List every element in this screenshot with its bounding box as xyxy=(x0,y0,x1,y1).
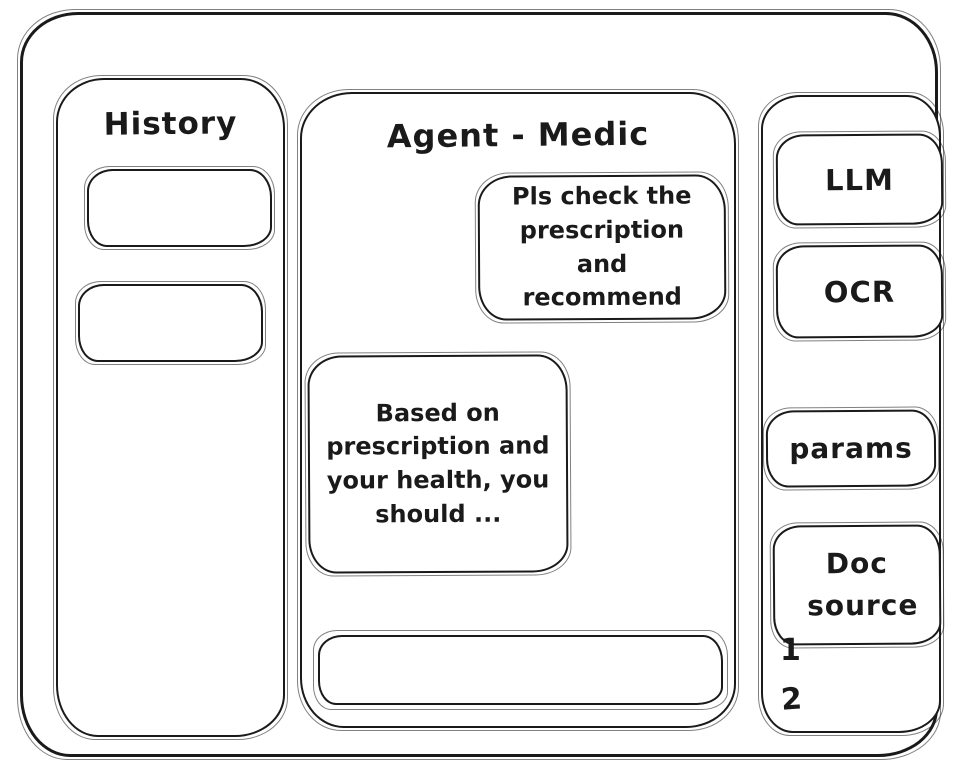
llm-button-label: LLM xyxy=(824,162,895,197)
params-button[interactable]: params xyxy=(765,409,937,488)
message-input[interactable] xyxy=(318,635,723,705)
user-message-bubble: Pls check the prescription and recommend xyxy=(477,174,727,321)
assistant-message-text: Based on prescription and your health, y… xyxy=(326,398,550,528)
doc-source-button[interactable]: Doc source xyxy=(772,524,942,646)
ocr-button[interactable]: OCR xyxy=(775,244,944,339)
message-input-wrap xyxy=(313,630,728,710)
user-message-text: Pls check the prescription and recommend xyxy=(511,181,692,312)
assistant-message-bubble: Based on prescription and your health, y… xyxy=(307,354,569,574)
tools-panel: LLM OCR params Doc source 1 2 xyxy=(758,92,944,736)
history-item[interactable] xyxy=(75,281,266,365)
history-title: History xyxy=(103,105,238,143)
ocr-button-label: OCR xyxy=(823,274,896,309)
chat-panel: Agent - Medic Pls check the prescription… xyxy=(297,89,739,731)
app-frame: History Agent - Medic Pls check the pres… xyxy=(17,9,944,760)
doc-source-item[interactable]: 1 xyxy=(780,633,801,668)
llm-button[interactable]: LLM xyxy=(775,133,944,226)
doc-source-item[interactable]: 2 xyxy=(779,681,804,718)
doc-source-button-label: Doc source xyxy=(807,546,919,623)
chat-title: Agent - Medic xyxy=(386,114,650,156)
params-button-label: params xyxy=(789,431,913,466)
history-panel: History xyxy=(53,75,288,740)
history-item[interactable] xyxy=(84,166,275,250)
